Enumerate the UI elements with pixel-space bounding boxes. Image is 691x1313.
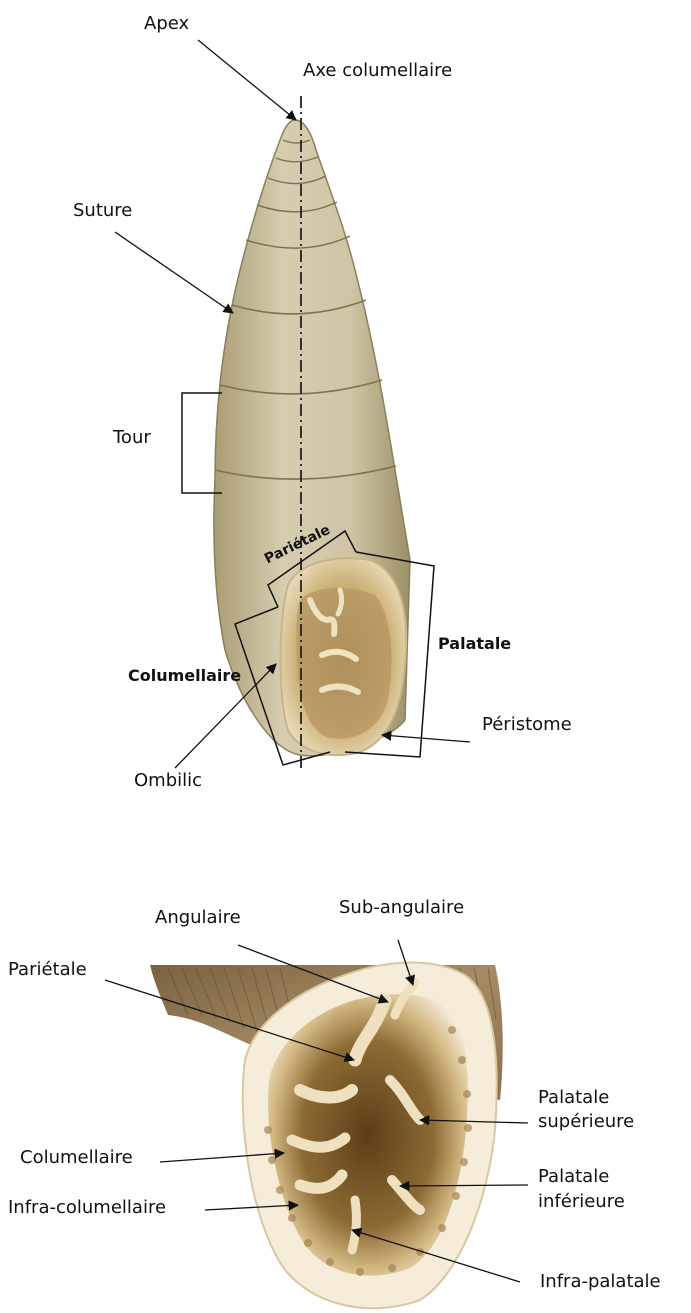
label-ombilic: Ombilic <box>134 771 202 792</box>
label-palatale-superieure-1: Palatale <box>538 1088 609 1109</box>
label-columellaire-tooth: Columellaire <box>20 1148 133 1169</box>
label-infra-columellaire: Infra-columellaire <box>8 1198 166 1219</box>
label-angulaire: Angulaire <box>155 908 241 929</box>
label-tour: Tour <box>113 428 151 449</box>
label-apex: Apex <box>144 14 189 35</box>
label-sub-angulaire: Sub-angulaire <box>339 898 464 919</box>
label-palatale-superieure-2: supérieure <box>538 1112 634 1133</box>
label-palatale-inferieure-2: inférieure <box>538 1192 625 1213</box>
label-suture: Suture <box>73 201 132 222</box>
shell-illustration <box>214 120 410 756</box>
label-axe-columellaire: Axe columellaire <box>303 61 452 82</box>
label-palatale-inferieure-1: Palatale <box>538 1167 609 1188</box>
label-peristome: Péristome <box>482 715 572 736</box>
label-parietale-tooth: Pariétale <box>8 960 87 981</box>
suture-arrow <box>115 232 233 313</box>
aperture-detail-illustration <box>150 962 503 1308</box>
apex-arrow <box>198 40 296 120</box>
label-columellaire: Columellaire <box>128 667 241 685</box>
label-palatale: Palatale <box>438 635 511 653</box>
peristome-arrow <box>382 735 470 742</box>
label-infra-palatale: Infra-palatale <box>540 1272 661 1293</box>
